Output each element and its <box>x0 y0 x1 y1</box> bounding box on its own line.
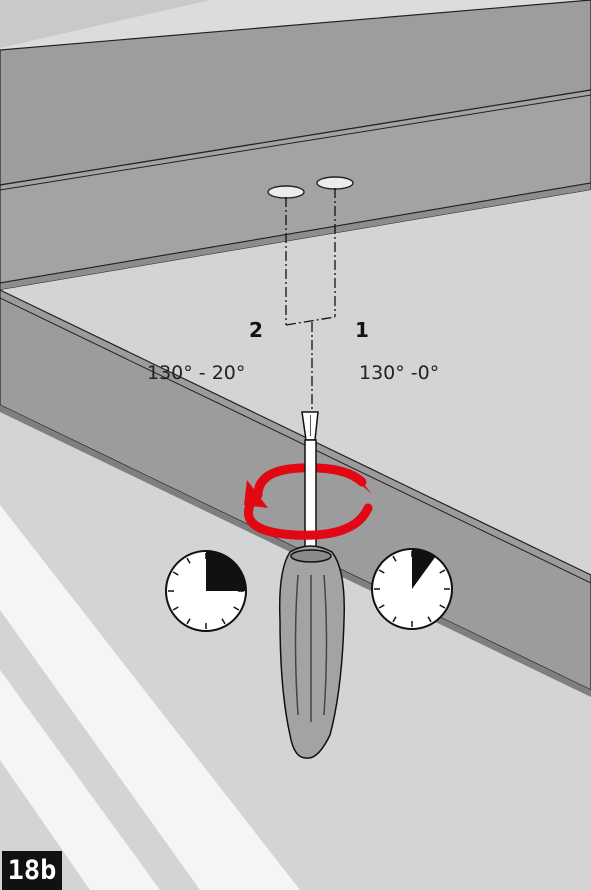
position-2-angle: 130° - 20° <box>147 362 246 384</box>
dial-tick <box>186 618 191 625</box>
dial-tick <box>186 557 191 564</box>
dial-tick <box>392 555 397 562</box>
dial-tick <box>172 606 179 611</box>
rail-lower-lip <box>0 182 591 291</box>
figure-number-badge: 18b <box>2 851 62 890</box>
dial-tick <box>221 618 226 625</box>
position-2-number: 2 <box>249 318 263 342</box>
white-stripe-2 <box>0 670 160 890</box>
dial-wedge <box>206 551 246 591</box>
guide-lines <box>285 188 336 415</box>
dial-tick <box>378 569 385 574</box>
dial-tick <box>392 616 397 623</box>
rotate-arrow-front-head <box>244 480 268 508</box>
screwdriver-icon <box>278 411 345 759</box>
rotate-arrow-front <box>244 500 373 540</box>
dial-tick <box>378 604 385 609</box>
middle-rail-groove <box>0 94 591 191</box>
dial-tick <box>233 606 240 611</box>
dial-wedge <box>412 549 436 589</box>
dial-tick <box>439 569 446 574</box>
screw-hole-2 <box>267 185 305 199</box>
rotate-arrow-back-head <box>343 470 372 494</box>
white-stripe-1 <box>0 505 300 890</box>
dial-icon-right <box>371 548 453 630</box>
screw-hole-1 <box>316 176 354 190</box>
dial-tick <box>172 571 179 576</box>
top-wall-strip <box>0 0 591 186</box>
dial-icon-left <box>165 550 247 632</box>
diagonal-bar-groove <box>0 297 591 584</box>
dial-tick <box>439 604 446 609</box>
top-edge-strip <box>0 0 210 48</box>
position-1-angle: 130° -0° <box>359 362 440 384</box>
dial-tick <box>427 616 432 623</box>
position-1-number: 1 <box>355 318 369 342</box>
